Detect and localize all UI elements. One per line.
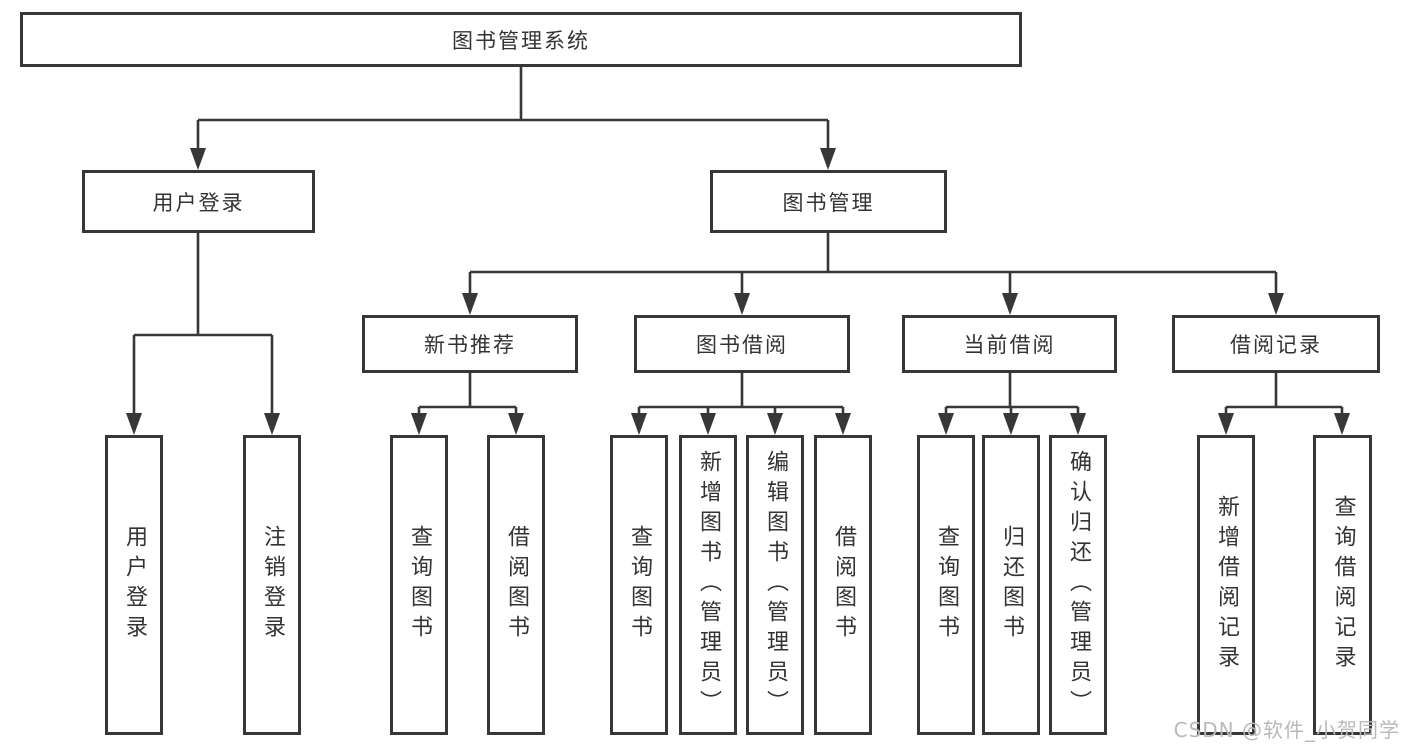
arrowhead-icon <box>411 413 427 435</box>
arrowhead-icon <box>1070 413 1086 435</box>
arrowhead-icon <box>938 413 954 435</box>
leaf-query-books-recommendation: 查询图书 <box>390 435 448 735</box>
leaf-confirm-return-admin: 确认归还（管理员） <box>1049 435 1107 735</box>
node-book-borrowing: 图书借阅 <box>634 315 850 373</box>
node-current-borrowing: 当前借阅 <box>902 315 1117 373</box>
node-library-management-system: 图书管理系统 <box>20 12 1022 67</box>
leaf-logout: 注销登录 <box>243 435 301 735</box>
node-borrowing-records: 借阅记录 <box>1172 315 1380 373</box>
arrowhead-icon <box>508 413 524 435</box>
arrowhead-icon <box>190 148 206 170</box>
leaf-query-books-current: 查询图书 <box>917 435 975 735</box>
leaf-add-books-admin: 新增图书（管理员） <box>679 435 737 735</box>
arrowhead-icon <box>126 413 142 435</box>
arrowhead-icon <box>734 293 750 315</box>
leaf-return-books: 归还图书 <box>982 435 1040 735</box>
arrowhead-icon <box>1003 413 1019 435</box>
arrowhead-icon <box>767 413 783 435</box>
leaf-user-login: 用户登录 <box>105 435 163 735</box>
leaf-add-borrow-record: 新增借阅记录 <box>1197 435 1255 735</box>
arrowhead-icon <box>820 148 836 170</box>
connector-path <box>132 67 1344 417</box>
leaf-borrow-books: 借阅图书 <box>814 435 872 735</box>
arrowhead-icon <box>835 413 851 435</box>
node-book-management: 图书管理 <box>710 170 947 233</box>
leaf-query-books-borrowing: 查询图书 <box>610 435 668 735</box>
arrowhead-icon <box>631 413 647 435</box>
arrowhead-icon <box>1218 413 1234 435</box>
leaf-edit-books-admin: 编辑图书（管理员） <box>746 435 804 735</box>
arrowhead-icon <box>1002 293 1018 315</box>
arrowhead-icon <box>264 413 280 435</box>
arrowhead-icon <box>1334 413 1350 435</box>
leaf-borrow-books-recommendation: 借阅图书 <box>487 435 545 735</box>
arrowhead-icon <box>700 413 716 435</box>
leaf-query-borrow-record: 查询借阅记录 <box>1313 435 1372 735</box>
arrowhead-icon <box>1268 293 1284 315</box>
arrowhead-icon <box>462 293 478 315</box>
watermark: CSDN @软件_小贺同学 <box>1173 718 1400 742</box>
node-user-login: 用户登录 <box>82 170 315 233</box>
node-new-book-recommendation: 新书推荐 <box>362 315 578 373</box>
